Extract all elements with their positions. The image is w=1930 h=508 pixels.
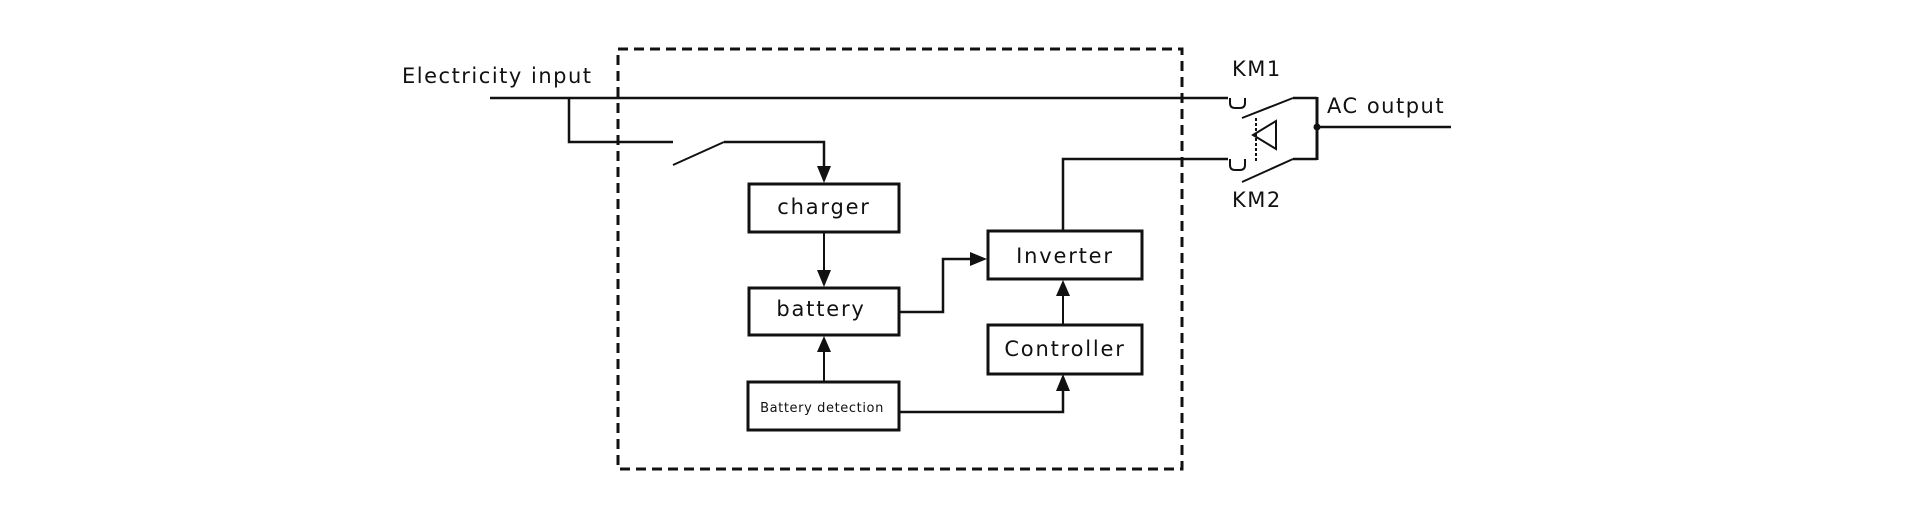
arrow-to-inverter-icon: [970, 252, 987, 266]
electricity-input-label: Electricity input: [402, 64, 593, 88]
input-branch-wire: [567, 98, 673, 144]
controller-block: [986, 323, 1144, 376]
battery-detection-label: Battery detection: [760, 401, 884, 416]
inverter-label: Inverter: [1016, 244, 1114, 268]
km1-contact-icon: [1229, 98, 1246, 109]
battery-detection-block: [746, 380, 901, 432]
detection-to-controller-wire: [899, 390, 1065, 414]
controller-label: Controller: [1004, 337, 1125, 361]
arrow-to-controller-icon: [1056, 374, 1070, 391]
battery-to-inverter-wire: [899, 257, 972, 314]
charger-label: charger: [777, 195, 870, 219]
inverter-to-km2-wire: [1061, 157, 1228, 231]
ac-output-label: AC output: [1327, 94, 1445, 118]
km2-label: KM2: [1232, 188, 1282, 212]
km1-switch-blade: [1241, 97, 1294, 119]
arrow-to-battery-icon: [817, 270, 831, 287]
battery-block: [747, 286, 901, 337]
km2-switch-blade: [1241, 158, 1294, 183]
km2-contact-icon: [1229, 159, 1246, 171]
arrow-to-charger-icon: [817, 166, 831, 183]
ups-enclosure-dashed-border: [616, 47, 1184, 471]
charger-block: [747, 182, 901, 234]
charger-input-switch: [672, 141, 725, 166]
arrow-up-to-inverter-icon: [1056, 280, 1070, 296]
inverter-block: [986, 229, 1144, 281]
battery-label: battery: [776, 297, 865, 321]
km1-label: KM1: [1232, 57, 1282, 81]
arrow-up-to-battery-icon: [817, 336, 831, 352]
interlock-triangle-icon: [1251, 119, 1277, 151]
switch-to-charger-wire: [724, 140, 826, 168]
